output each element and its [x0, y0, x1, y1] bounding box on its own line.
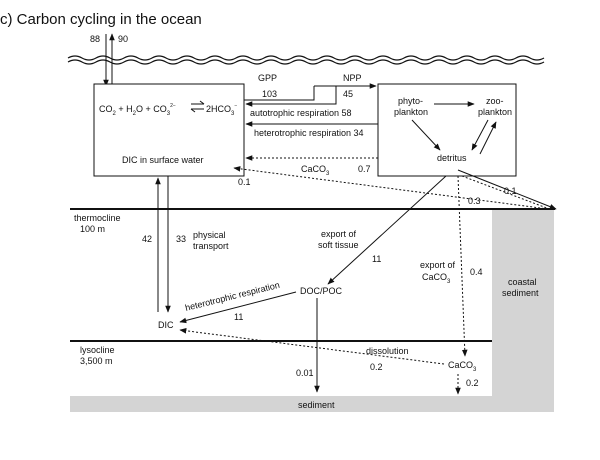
zooplankton-label: zoo-: [486, 96, 504, 106]
thermocline-label: thermocline: [74, 213, 121, 223]
equilibrium-arrows-icon: [190, 100, 205, 113]
ocean-surface-wave-2: [67, 59, 545, 65]
flux-90: 90: [118, 34, 128, 44]
diagram-title: c) Carbon cycling in the ocean: [0, 11, 202, 28]
doc-poc-label: DOC/POC: [300, 286, 343, 296]
soft-tissue-export-arrow: [327, 175, 447, 285]
coastal-lower-value: 0.3: [468, 196, 481, 206]
heterotrophic-respiration-deep-arrow: [179, 291, 297, 324]
detritus-to-coastal-dotted-arrow: [461, 175, 553, 211]
detritus-label: detritus: [437, 153, 467, 163]
ocean-surface-wave: [67, 55, 545, 61]
deep-sediment-block: [70, 396, 554, 412]
coastal-to-surface-dotted-arrow: [233, 166, 549, 210]
gpp-label: GPP: [258, 73, 277, 83]
caco3-deep-down-value: 0.2: [466, 378, 479, 388]
gpp-path: [244, 86, 315, 101]
caco3-surface-value: 0.7: [358, 164, 371, 174]
coastal-sediment-label-2: sediment: [502, 288, 539, 298]
surface-box-label: DIC in surface water: [122, 155, 204, 165]
phyto-to-detritus-arrow: [411, 119, 441, 151]
zoo-to-detritus-arrow: [471, 119, 489, 151]
heterotrophic-respiration-deep-value: 11: [234, 312, 243, 322]
doc-to-sediment-value: 0.01: [296, 368, 314, 378]
phytoplankton-label: phyto-: [398, 96, 423, 106]
caco3-export-dotted-arrow: [457, 175, 468, 357]
autotrophic-respiration-label: autotrophic respiration 58: [250, 108, 352, 118]
gpp-value: 103: [262, 89, 277, 99]
detritus-to-coastal-arrow: [457, 169, 557, 210]
soft-tissue-label: export of: [321, 229, 357, 239]
zooplankton-label-2: plankton: [478, 107, 512, 117]
dissolution-dotted-arrow: [179, 328, 445, 365]
surface-equation: CO2 + H2O + CO32−: [99, 103, 176, 117]
physical-transport-label-2: transport: [193, 241, 229, 251]
lysocline-label: lysocline: [80, 345, 115, 355]
soft-tissue-value: 11: [372, 254, 381, 264]
surface-dic-box: [93, 83, 245, 177]
phytoplankton-label-2: plankton: [394, 107, 428, 117]
thermocline-depth: 100 m: [80, 224, 105, 234]
deep-sediment-label: sediment: [298, 400, 335, 410]
physical-transport-down-value: 33: [176, 234, 186, 244]
caco3-export-value: 0.4: [470, 267, 483, 277]
caco3-export-label: export of: [420, 260, 456, 270]
caco3-surface-label: CaCO3: [301, 164, 330, 177]
surface-equation-product: 2HCO3−: [206, 103, 237, 117]
soft-tissue-label-2: soft tissue: [318, 240, 359, 250]
physical-transport-up-value: 42: [142, 234, 152, 244]
biology-box: [377, 83, 517, 177]
lysocline-depth: 3,500 m: [80, 356, 113, 366]
flux-88: 88: [90, 34, 100, 44]
caco3-to-dic-value: 0.1: [238, 177, 251, 187]
dissolution-label: dissolution: [366, 346, 409, 356]
npp-value: 45: [343, 89, 353, 99]
physical-transport-label: physical: [193, 230, 226, 240]
coastal-sediment-block: [492, 210, 554, 412]
deep-dic-label: DIC: [158, 320, 174, 330]
caco3-deep-label: CaCO3: [448, 360, 477, 373]
coastal-sediment-label: coastal: [508, 277, 537, 287]
npp-label: NPP: [343, 73, 362, 83]
caco3-export-label-2: CaCO3: [422, 272, 451, 285]
dissolution-value: 0.2: [370, 362, 383, 372]
coastal-upper-value: 0.1: [504, 186, 517, 196]
heterotrophic-respiration-surface-label: heterotrophic respiration 34: [254, 128, 364, 138]
detritus-to-zoo-arrow: [479, 121, 497, 155]
autotrophic-respiration-arrow: [245, 86, 337, 107]
